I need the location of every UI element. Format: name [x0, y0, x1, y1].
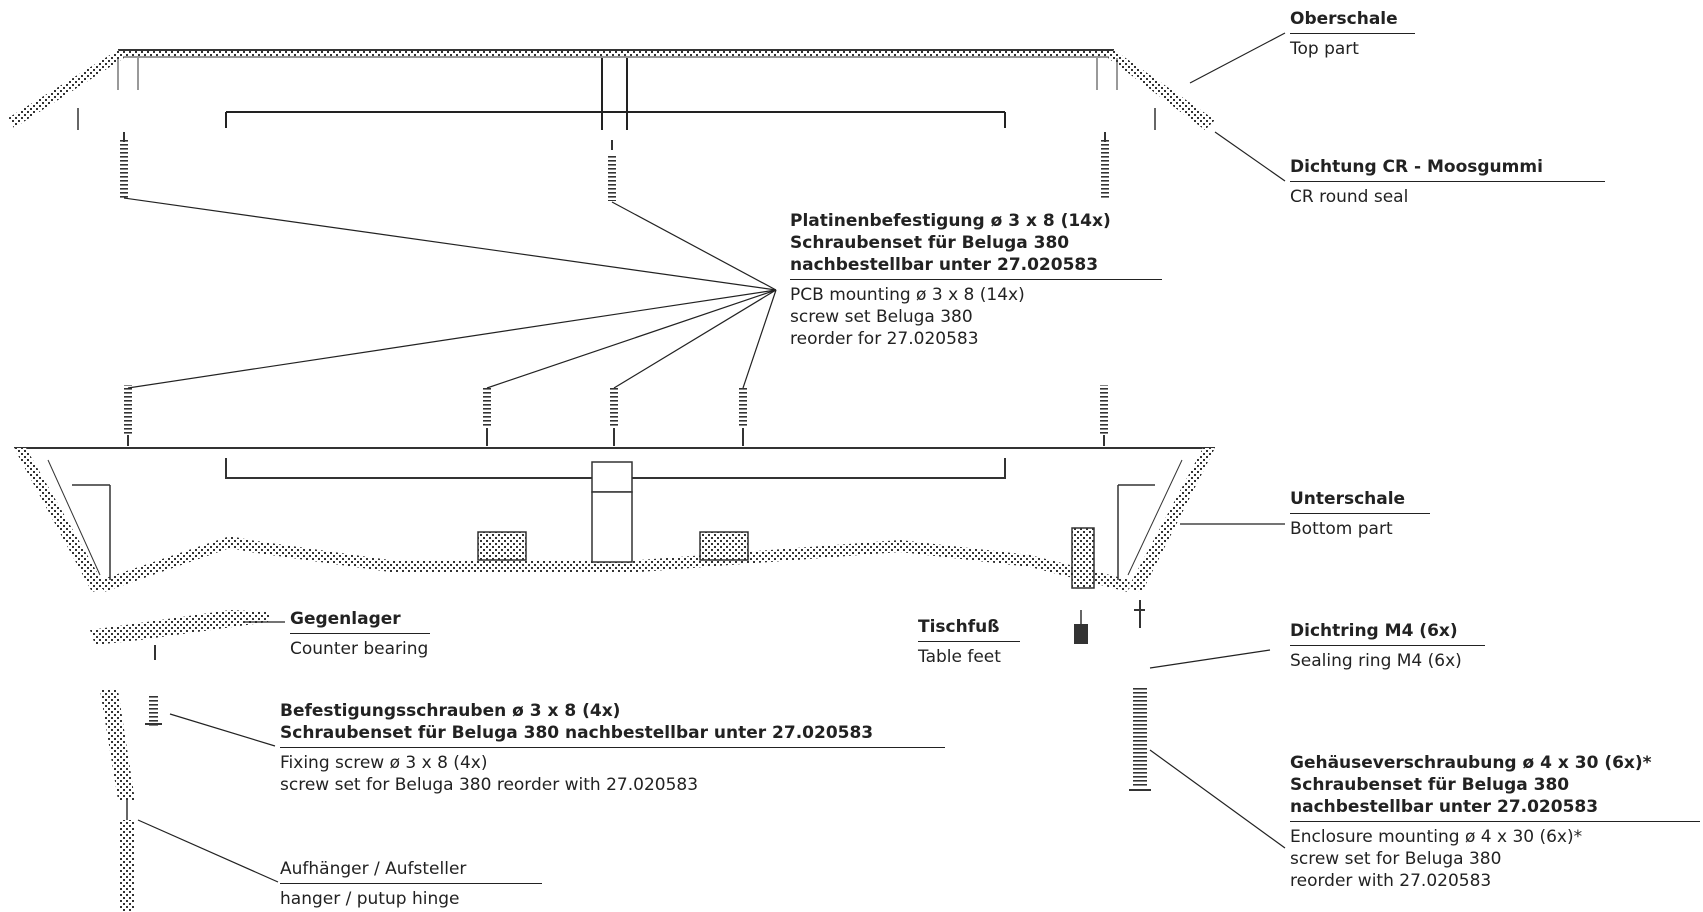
label-pcb-subtitle-3: reorder for 27.020583: [790, 329, 979, 349]
label-fixing-title-2: Schraubenset für Beluga 380 nachbestellb…: [280, 723, 874, 743]
label-pcb-rule: [790, 279, 1162, 280]
table-foot-part: [1074, 610, 1088, 644]
label-hanger-rule: [280, 883, 542, 884]
leader-lines: [123, 32, 1286, 883]
pcb-screws: [124, 385, 1108, 446]
label-seal-rule: [1290, 181, 1605, 182]
fixing-screw-part: [145, 696, 162, 726]
bottom-shell: [14, 447, 1215, 592]
label-bottom-part-rule: [1290, 513, 1430, 514]
label-counter-bearing-subtitle: Counter bearing: [290, 639, 429, 659]
label-enclosure-subtitle-2: screw set for Beluga 380: [1290, 849, 1502, 869]
top-shell: [8, 49, 1215, 130]
label-bottom-part: Unterschale Bottom part: [1290, 488, 1430, 540]
label-counter-bearing: Gegenlager Counter bearing: [290, 608, 430, 660]
label-top-part-title: Oberschale: [1290, 9, 1398, 29]
label-enclosure-rule: [1290, 821, 1700, 822]
label-fixing-subtitle-1: Fixing screw ø 3 x 8 (4x): [280, 753, 488, 773]
label-table-feet-rule: [918, 641, 1020, 642]
label-seal-subtitle: CR round seal: [1290, 187, 1409, 207]
label-sealing-ring-subtitle: Sealing ring M4 (6x): [1290, 651, 1462, 671]
label-enclosure-title-2: Schraubenset für Beluga 380: [1290, 775, 1570, 795]
label-fixing-screw: Befestigungsschrauben ø 3 x 8 (4x) Schra…: [280, 700, 945, 796]
label-seal: Dichtung CR - Moosgummi CR round seal: [1290, 156, 1605, 208]
label-pcb-mounting: Platinenbefestigung ø 3 x 8 (14x) Schrau…: [790, 210, 1162, 350]
label-enclosure-title-1: Gehäuseverschraubung ø 4 x 30 (6x)*: [1290, 753, 1652, 773]
label-fixing-title-1: Befestigungsschrauben ø 3 x 8 (4x): [280, 701, 621, 721]
label-sealing-ring: Dichtring M4 (6x) Sealing ring M4 (6x): [1290, 620, 1485, 672]
label-bottom-part-subtitle: Bottom part: [1290, 519, 1393, 539]
label-pcb-title-3: nachbestellbar unter 27.020583: [790, 255, 1099, 275]
label-fixing-subtitle-2: screw set for Beluga 380 reorder with 27…: [280, 775, 699, 795]
label-table-feet-subtitle: Table feet: [918, 647, 1001, 667]
label-pcb-title-2: Schraubenset für Beluga 380: [790, 233, 1070, 253]
label-pcb-subtitle-2: screw set Beluga 380: [790, 307, 973, 327]
label-table-feet: Tischfuß Table feet: [918, 616, 1020, 668]
label-fixing-rule: [280, 747, 945, 748]
label-hanger-subtitle: hanger / putup hinge: [280, 889, 460, 909]
label-enclosure-title-3: nachbestellbar unter 27.020583: [1290, 797, 1599, 817]
bottom-details: [72, 458, 1155, 589]
label-pcb-title-1: Platinenbefestigung ø 3 x 8 (14x): [790, 211, 1111, 231]
label-sealing-ring-rule: [1290, 645, 1485, 646]
label-hanger: Aufhänger / Aufsteller hanger / putup hi…: [280, 858, 542, 910]
label-counter-bearing-rule: [290, 633, 430, 634]
label-table-feet-title: Tischfuß: [918, 617, 1000, 637]
enclosure-screw-part: [1129, 688, 1151, 791]
label-top-part-rule: [1290, 33, 1415, 34]
hanger-part: [100, 690, 135, 912]
label-pcb-subtitle-1: PCB mounting ø 3 x 8 (14x): [790, 285, 1025, 305]
label-enclosure: Gehäuseverschraubung ø 4 x 30 (6x)* Schr…: [1290, 752, 1700, 892]
label-top-part: Oberschale Top part: [1290, 8, 1415, 60]
label-top-part-subtitle: Top part: [1290, 39, 1359, 59]
label-seal-title: Dichtung CR - Moosgummi: [1290, 157, 1543, 177]
counter-bearing-part: [90, 610, 270, 660]
label-enclosure-subtitle-3: reorder with 27.020583: [1290, 871, 1492, 891]
label-enclosure-subtitle-1: Enclosure mounting ø 4 x 30 (6x)*: [1290, 827, 1583, 847]
top-screws: [120, 132, 1109, 201]
top-pcb-bracket: [225, 58, 1006, 130]
label-sealing-ring-title: Dichtring M4 (6x): [1290, 621, 1458, 641]
sealing-ring-part: [1134, 600, 1145, 628]
label-hanger-title: Aufhänger / Aufsteller: [280, 859, 467, 879]
label-counter-bearing-title: Gegenlager: [290, 609, 401, 629]
label-bottom-part-title: Unterschale: [1290, 489, 1406, 509]
